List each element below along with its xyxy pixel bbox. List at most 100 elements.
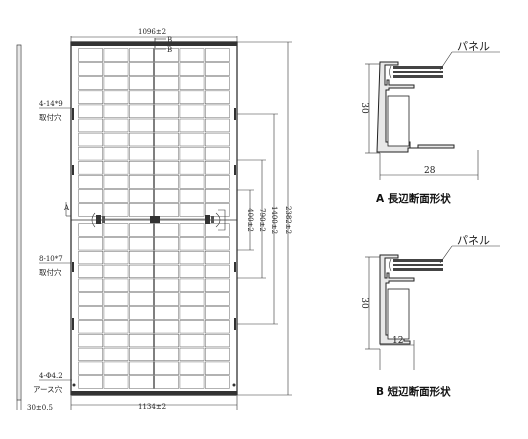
solar-cell (205, 361, 230, 375)
solar-cell (179, 361, 205, 375)
solar-cell (179, 251, 205, 265)
solar-cell (179, 48, 205, 62)
thickness-dimension: 30±0.5 (16, 400, 53, 412)
solar-cell (78, 90, 103, 104)
solar-cell (179, 146, 205, 161)
solar-cell (129, 132, 154, 147)
solar-cell (205, 48, 230, 62)
solar-cell (205, 306, 230, 320)
solar-cell (78, 118, 103, 133)
solar-cell (78, 175, 103, 189)
solar-cell (179, 347, 205, 361)
svg-text:取付穴: 取付穴 (39, 267, 62, 277)
solar-cell (103, 251, 129, 265)
height-dimension: 2382±2 (237, 41, 292, 396)
solar-cell (179, 189, 205, 203)
solar-cell (129, 334, 154, 348)
solar-cell (154, 161, 179, 175)
cell-grid (78, 48, 230, 389)
solar-cell (78, 237, 103, 251)
solar-cell (78, 361, 103, 375)
solar-cell (179, 104, 205, 119)
solar-cell (179, 223, 205, 237)
solar-cell (154, 90, 179, 104)
solar-cell (154, 223, 179, 237)
a-marker: A (63, 202, 71, 217)
solar-cell (129, 320, 154, 334)
solar-cell (78, 320, 103, 334)
solar-cell (103, 278, 129, 292)
solar-cell (205, 223, 230, 237)
solar-cell (129, 104, 154, 119)
solar-cell (103, 48, 129, 62)
svg-text:400±2: 400±2 (246, 208, 254, 232)
section-markers: B B (154, 36, 172, 54)
svg-text:30±0.5: 30±0.5 (27, 404, 53, 412)
solar-cell (205, 104, 230, 119)
hole-annotation-lower: 8-10*7 取付穴 (39, 255, 71, 277)
solar-cell (154, 237, 179, 251)
solar-cell (179, 76, 205, 90)
solar-cell (154, 76, 179, 90)
solar-cell (129, 361, 154, 375)
solar-cell (103, 347, 129, 361)
dim-400: 400±2 (237, 189, 254, 251)
solar-cell (205, 264, 230, 278)
solar-cell (129, 278, 154, 292)
solar-cell (103, 62, 129, 76)
solar-cell (154, 62, 179, 76)
solar-cell (103, 90, 129, 104)
solar-cell (78, 62, 103, 76)
solar-cell (205, 132, 230, 147)
solar-cell (179, 175, 205, 189)
solar-cell (129, 118, 154, 133)
solar-cell (205, 90, 230, 104)
svg-text:1096±2: 1096±2 (138, 28, 166, 36)
solar-cell (205, 334, 230, 348)
mounting-holes (72, 108, 236, 387)
solar-cell (103, 237, 129, 251)
solar-cell (154, 203, 179, 217)
solar-cell (129, 347, 154, 361)
svg-text:4-Φ4.2: 4-Φ4.2 (39, 372, 63, 380)
side-view (16, 44, 22, 401)
svg-text:4-14*9: 4-14*9 (39, 100, 63, 108)
solar-cell (78, 306, 103, 320)
solar-cell (103, 76, 129, 90)
solar-cell (78, 189, 103, 203)
solar-cell (129, 189, 154, 203)
dim-1400: 1400±2 (237, 113, 278, 325)
solar-cell (179, 264, 205, 278)
svg-text:12: 12 (392, 336, 403, 346)
solar-cell (129, 237, 154, 251)
solar-cell (205, 237, 230, 251)
solar-cell (154, 251, 179, 265)
solar-cell (78, 104, 103, 119)
solar-cell (129, 223, 154, 237)
solar-cell (78, 251, 103, 265)
solar-cell (154, 146, 179, 161)
solar-cell (179, 306, 205, 320)
solar-cell (78, 223, 103, 237)
solar-cell (205, 203, 230, 217)
solar-cell (154, 306, 179, 320)
solar-cell (205, 189, 230, 203)
solar-cell (103, 104, 129, 119)
solar-cell (179, 375, 205, 389)
solar-cell (154, 278, 179, 292)
solar-cell (103, 292, 129, 306)
svg-text:30: 30 (359, 297, 369, 309)
solar-cell (205, 175, 230, 189)
solar-cell (129, 90, 154, 104)
solar-cell (78, 292, 103, 306)
solar-cell (129, 146, 154, 161)
solar-cell (129, 292, 154, 306)
solar-cell (78, 334, 103, 348)
solar-cell (103, 375, 129, 389)
solar-cell (103, 223, 129, 237)
hole-annotation-upper: 4-14*9 取付穴 (39, 100, 71, 122)
solar-cell (129, 62, 154, 76)
svg-text:取付穴: 取付穴 (39, 112, 62, 122)
solar-cell (129, 306, 154, 320)
solar-cell (78, 146, 103, 161)
